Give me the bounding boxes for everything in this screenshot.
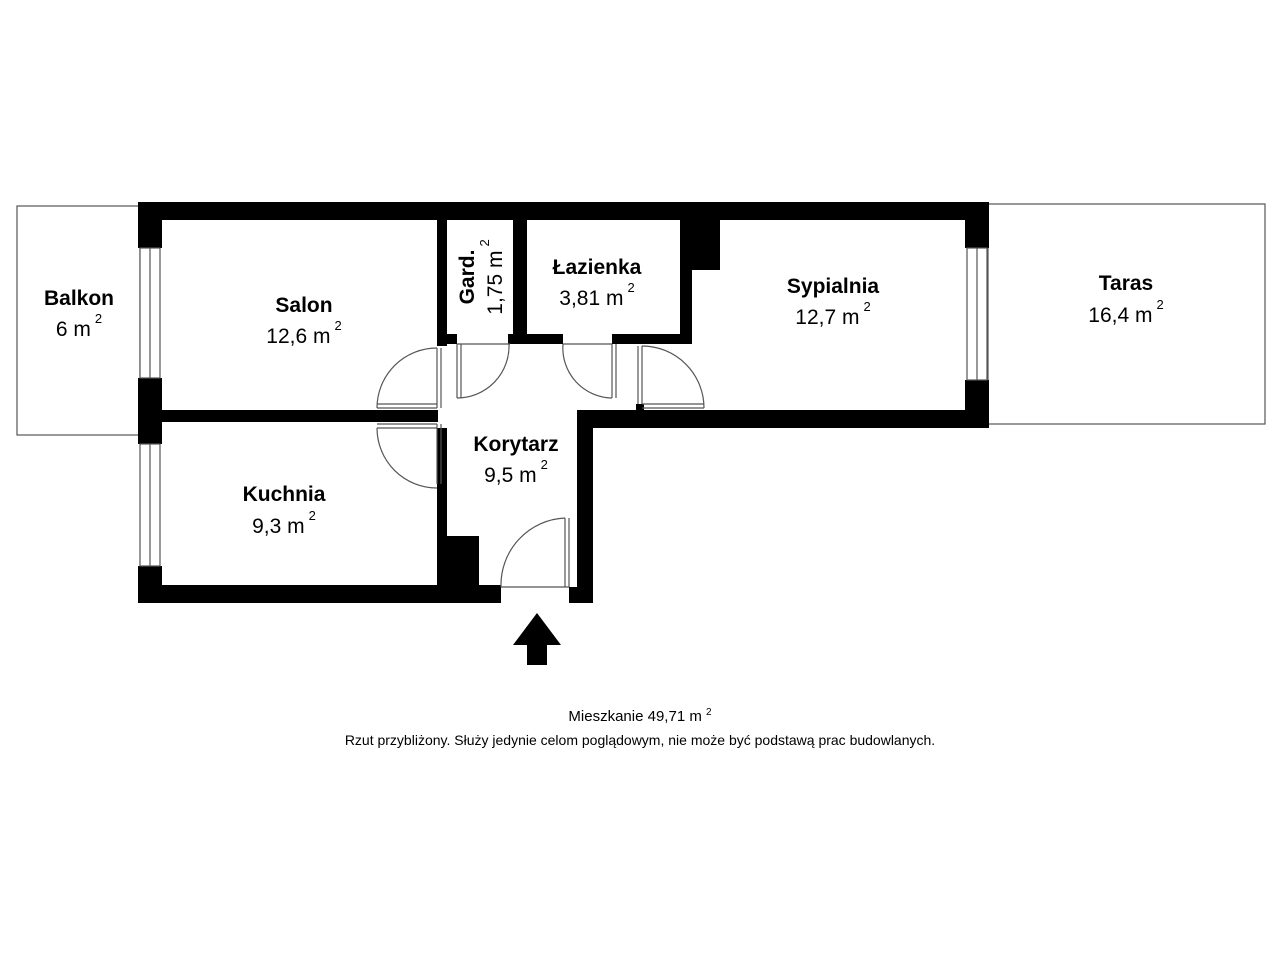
room-area-value-korytarz: 9,5 m [484, 464, 537, 487]
wall-gard-bottom [437, 334, 457, 344]
room-area-sup-salon: 2 [334, 318, 341, 333]
wall-left-top [138, 202, 162, 248]
entrance-arrow-icon [513, 613, 561, 665]
wall-salon-kuchnia [160, 410, 438, 422]
room-area-sup-taras: 2 [1156, 297, 1163, 312]
room-area-value-taras: 16,4 m [1088, 304, 1152, 327]
room-area-kuchnia: 9,3 m 2 [252, 508, 316, 538]
room-area-sup-lazienka: 2 [627, 280, 634, 295]
room-area-taras: 16,4 m 2 [1088, 297, 1163, 327]
room-area-value-balkon: 6 m [56, 318, 91, 341]
walls [138, 202, 989, 603]
room-name-sypialnia: Sypialnia [787, 275, 880, 298]
room-area-sup-balkon: 2 [95, 311, 102, 326]
wall-bottom-left [138, 585, 501, 603]
door-gard [456, 343, 510, 399]
room-area-sup-gard: 2 [477, 239, 492, 246]
disclaimer-note: Rzut przybliżony. Służy jedynie celom po… [344, 732, 936, 748]
room-area-value-salon: 12,6 m [266, 325, 330, 348]
room-area-sup-sypialnia: 2 [863, 299, 870, 314]
windows [139, 247, 988, 567]
room-name-balkon: Balkon [44, 287, 114, 310]
room-area-sup-korytarz: 2 [541, 457, 548, 472]
wall-top [138, 202, 989, 220]
total-area: Mieszkanie 49,71 m 2 [0, 707, 1280, 725]
wall-shaft [692, 218, 720, 270]
wall-gard-right [513, 218, 527, 344]
doors [376, 343, 705, 588]
wall-bath-bottom [612, 334, 690, 344]
wall-bath-right [680, 218, 692, 344]
door-entrance [500, 517, 570, 588]
room-area-value-kuchnia: 9,3 m [252, 515, 305, 538]
wall-left-mid [138, 378, 162, 444]
window-salon [139, 247, 161, 379]
room-name-taras: Taras [1099, 272, 1153, 295]
door-salon [376, 347, 442, 409]
wall-right-top [965, 202, 989, 248]
room-area-sup-kuchnia: 2 [309, 508, 316, 523]
room-area-sypialnia: 12,7 m 2 [795, 299, 870, 329]
door-sypialnia [637, 345, 705, 409]
total-area-text: Mieszkanie 49,71 m [568, 708, 702, 725]
room-area-salon: 12,6 m 2 [266, 318, 341, 348]
wall-corridor-right [577, 410, 593, 603]
room-name-salon: Salon [275, 294, 332, 317]
wall-right-bottom [965, 380, 989, 428]
room-area-value-gard: 1,75 m [484, 251, 507, 315]
room-area-lazienka: 3,81 m 2 [559, 280, 634, 310]
wall-bedroom-left-stub [636, 404, 644, 412]
room-name-lazienka: Łazienka [553, 256, 642, 279]
room-area-value-lazienka: 3,81 m [559, 287, 623, 310]
room-area-balkon: 6 m 2 [56, 311, 102, 341]
door-kuchnia [376, 423, 442, 489]
room-area-gard: 1,75 m 2 [477, 239, 507, 314]
window-kuchnia [139, 443, 161, 567]
room-name-gard: Gard. [456, 250, 479, 305]
room-name-korytarz: Korytarz [473, 433, 558, 456]
door-lazienka [562, 343, 617, 399]
room-area-value-sypialnia: 12,7 m [795, 306, 859, 329]
wall-corridor-top [508, 334, 563, 344]
terrace-outline [987, 203, 1266, 425]
wall-corridor-left-top [437, 218, 447, 346]
window-sypialnia [966, 247, 988, 381]
room-label-gard: Gard. 1,75 m 2 [456, 239, 507, 314]
room-name-kuchnia: Kuchnia [243, 483, 326, 506]
total-area-sup: 2 [706, 707, 712, 718]
wall-corridor-column [447, 536, 479, 588]
wall-bedroom-bottom [577, 410, 989, 428]
room-area-korytarz: 9,5 m 2 [484, 457, 548, 487]
room-labels: Balkon 6 m 2 Salon 12,6 m 2 Kuchnia 9,3 m 2… [44, 256, 1164, 538]
wall-corridor-left-bottom [437, 428, 447, 588]
